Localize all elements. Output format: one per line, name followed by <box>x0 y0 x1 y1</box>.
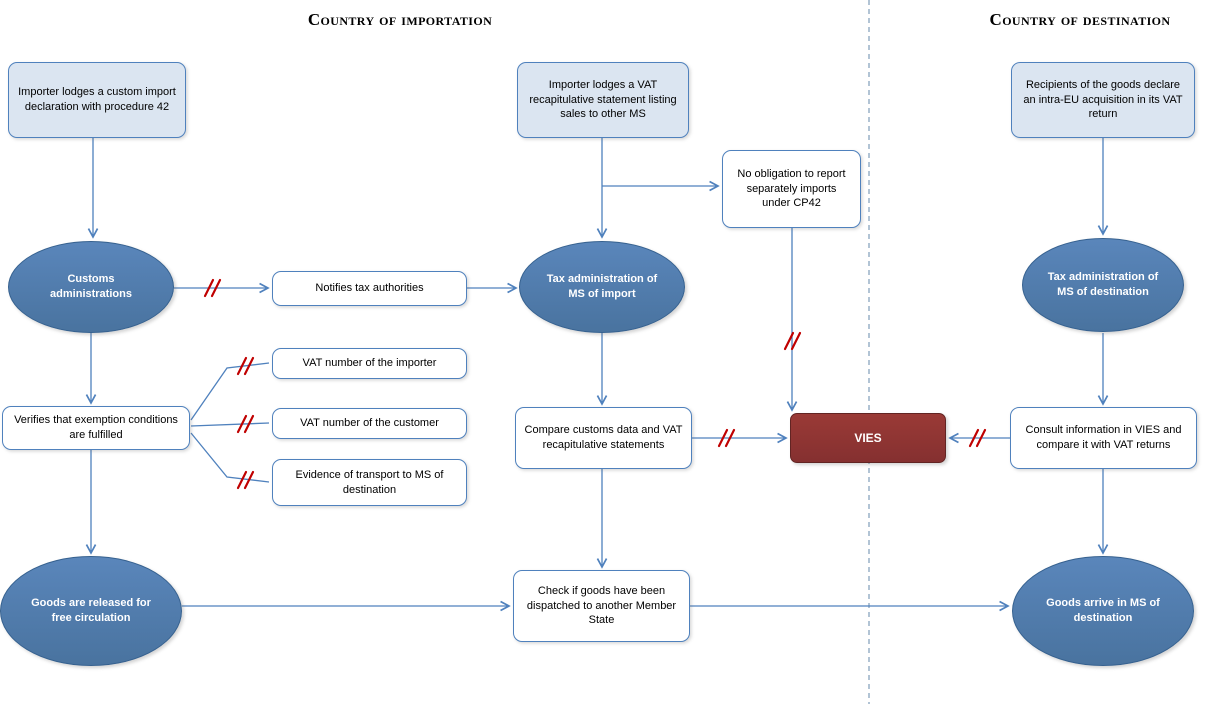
node-no-obligation: No obligation to report separately impor… <box>722 150 861 228</box>
node-importer-vat-statement: Importer lodges a VAT recapitulative sta… <box>517 62 689 138</box>
node-customs-administrations: Customs administrations <box>8 241 174 333</box>
node-goods-arrive: Goods arrive in MS of destination <box>1012 556 1194 666</box>
node-compare-customs-data: Compare customs data and VAT recapitulat… <box>515 407 692 469</box>
node-importer-declaration: Importer lodges a custom import declarat… <box>8 62 186 138</box>
node-vies: VIES <box>790 413 946 463</box>
node-vat-number-customer: VAT number of the customer <box>272 408 467 439</box>
node-tax-admin-import: Tax administration of MS of import <box>519 241 685 333</box>
node-goods-released: Goods are released for free circulation <box>0 556 182 666</box>
node-tax-admin-destination: Tax administration of MS of destination <box>1022 238 1184 332</box>
node-notifies-tax-authorities: Notifies tax authorities <box>272 271 467 306</box>
header-country-of-destination: Country of destination <box>989 10 1171 29</box>
node-evidence-transport: Evidence of transport to MS of destinati… <box>272 459 467 506</box>
flow-arrows <box>85 138 1109 612</box>
node-check-dispatched: Check if goods have been dispatched to a… <box>513 570 690 642</box>
node-vat-number-importer: VAT number of the importer <box>272 348 467 379</box>
node-verifies-exemption: Verifies that exemption conditions are f… <box>2 406 190 450</box>
node-recipients-declare: Recipients of the goods declare an intra… <box>1011 62 1195 138</box>
node-consult-vies: Consult information in VIES and compare … <box>1010 407 1197 469</box>
header-country-of-importation: Country of importation <box>307 10 493 29</box>
